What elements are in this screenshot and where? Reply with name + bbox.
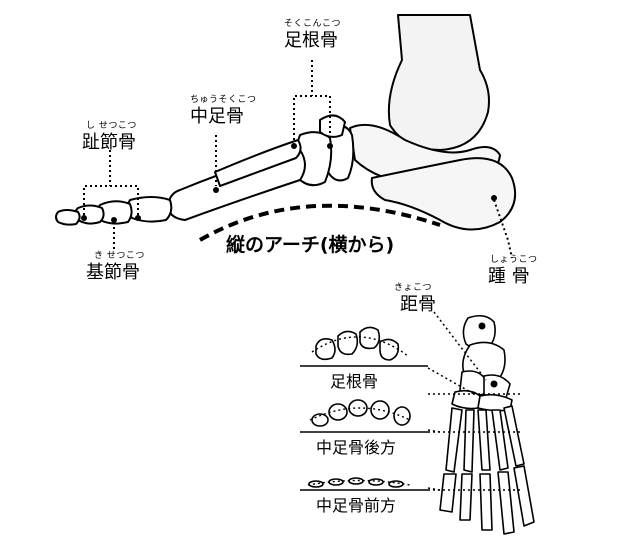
metatarsals-label: 中足骨 (190, 106, 244, 127)
talus-ruby: きょこつ (394, 283, 433, 293)
cuboid (319, 114, 346, 138)
side-view-foot (55, 14, 516, 231)
leader-dots-side (81, 143, 497, 223)
top-view-dots (478, 322, 498, 388)
distal-tip (55, 209, 81, 226)
section-curves (307, 336, 411, 486)
calcaneus-side (370, 157, 516, 231)
proximal-phalanx (126, 196, 173, 223)
leaders-side (83, 60, 513, 259)
phalanges-ruby: し せつこつ (86, 121, 137, 131)
section-tarsal-label: 足根骨 (330, 372, 379, 391)
calcaneus-ruby: しょうこつ (490, 255, 538, 265)
section-metatarsal-front-label: 中足骨前方 (316, 496, 397, 515)
phalanges-label: 趾節骨 (82, 132, 136, 153)
arch-label: 縦のアーチ(横から) (226, 234, 395, 256)
proximal-phalanx-ruby: き せつこつ (94, 251, 145, 261)
top-view-foot (439, 314, 535, 535)
calcaneus-label: 踵 骨 (488, 266, 530, 287)
metatarsal-2 (214, 139, 302, 187)
tibia (387, 14, 490, 151)
talus-label: 距骨 (400, 294, 436, 315)
metatarsals-ruby: ちゅうそくこつ (190, 95, 257, 105)
tarsals-label: 足根骨 (284, 30, 338, 51)
tarsals-ruby: そくこんこつ (284, 19, 342, 29)
section-metatarsal-rear-label: 中足骨後方 (316, 438, 397, 457)
arch-curve (199, 203, 441, 242)
top-view-section-lines (427, 311, 520, 491)
proximal-phalanx-label: 基節骨 (86, 262, 140, 283)
